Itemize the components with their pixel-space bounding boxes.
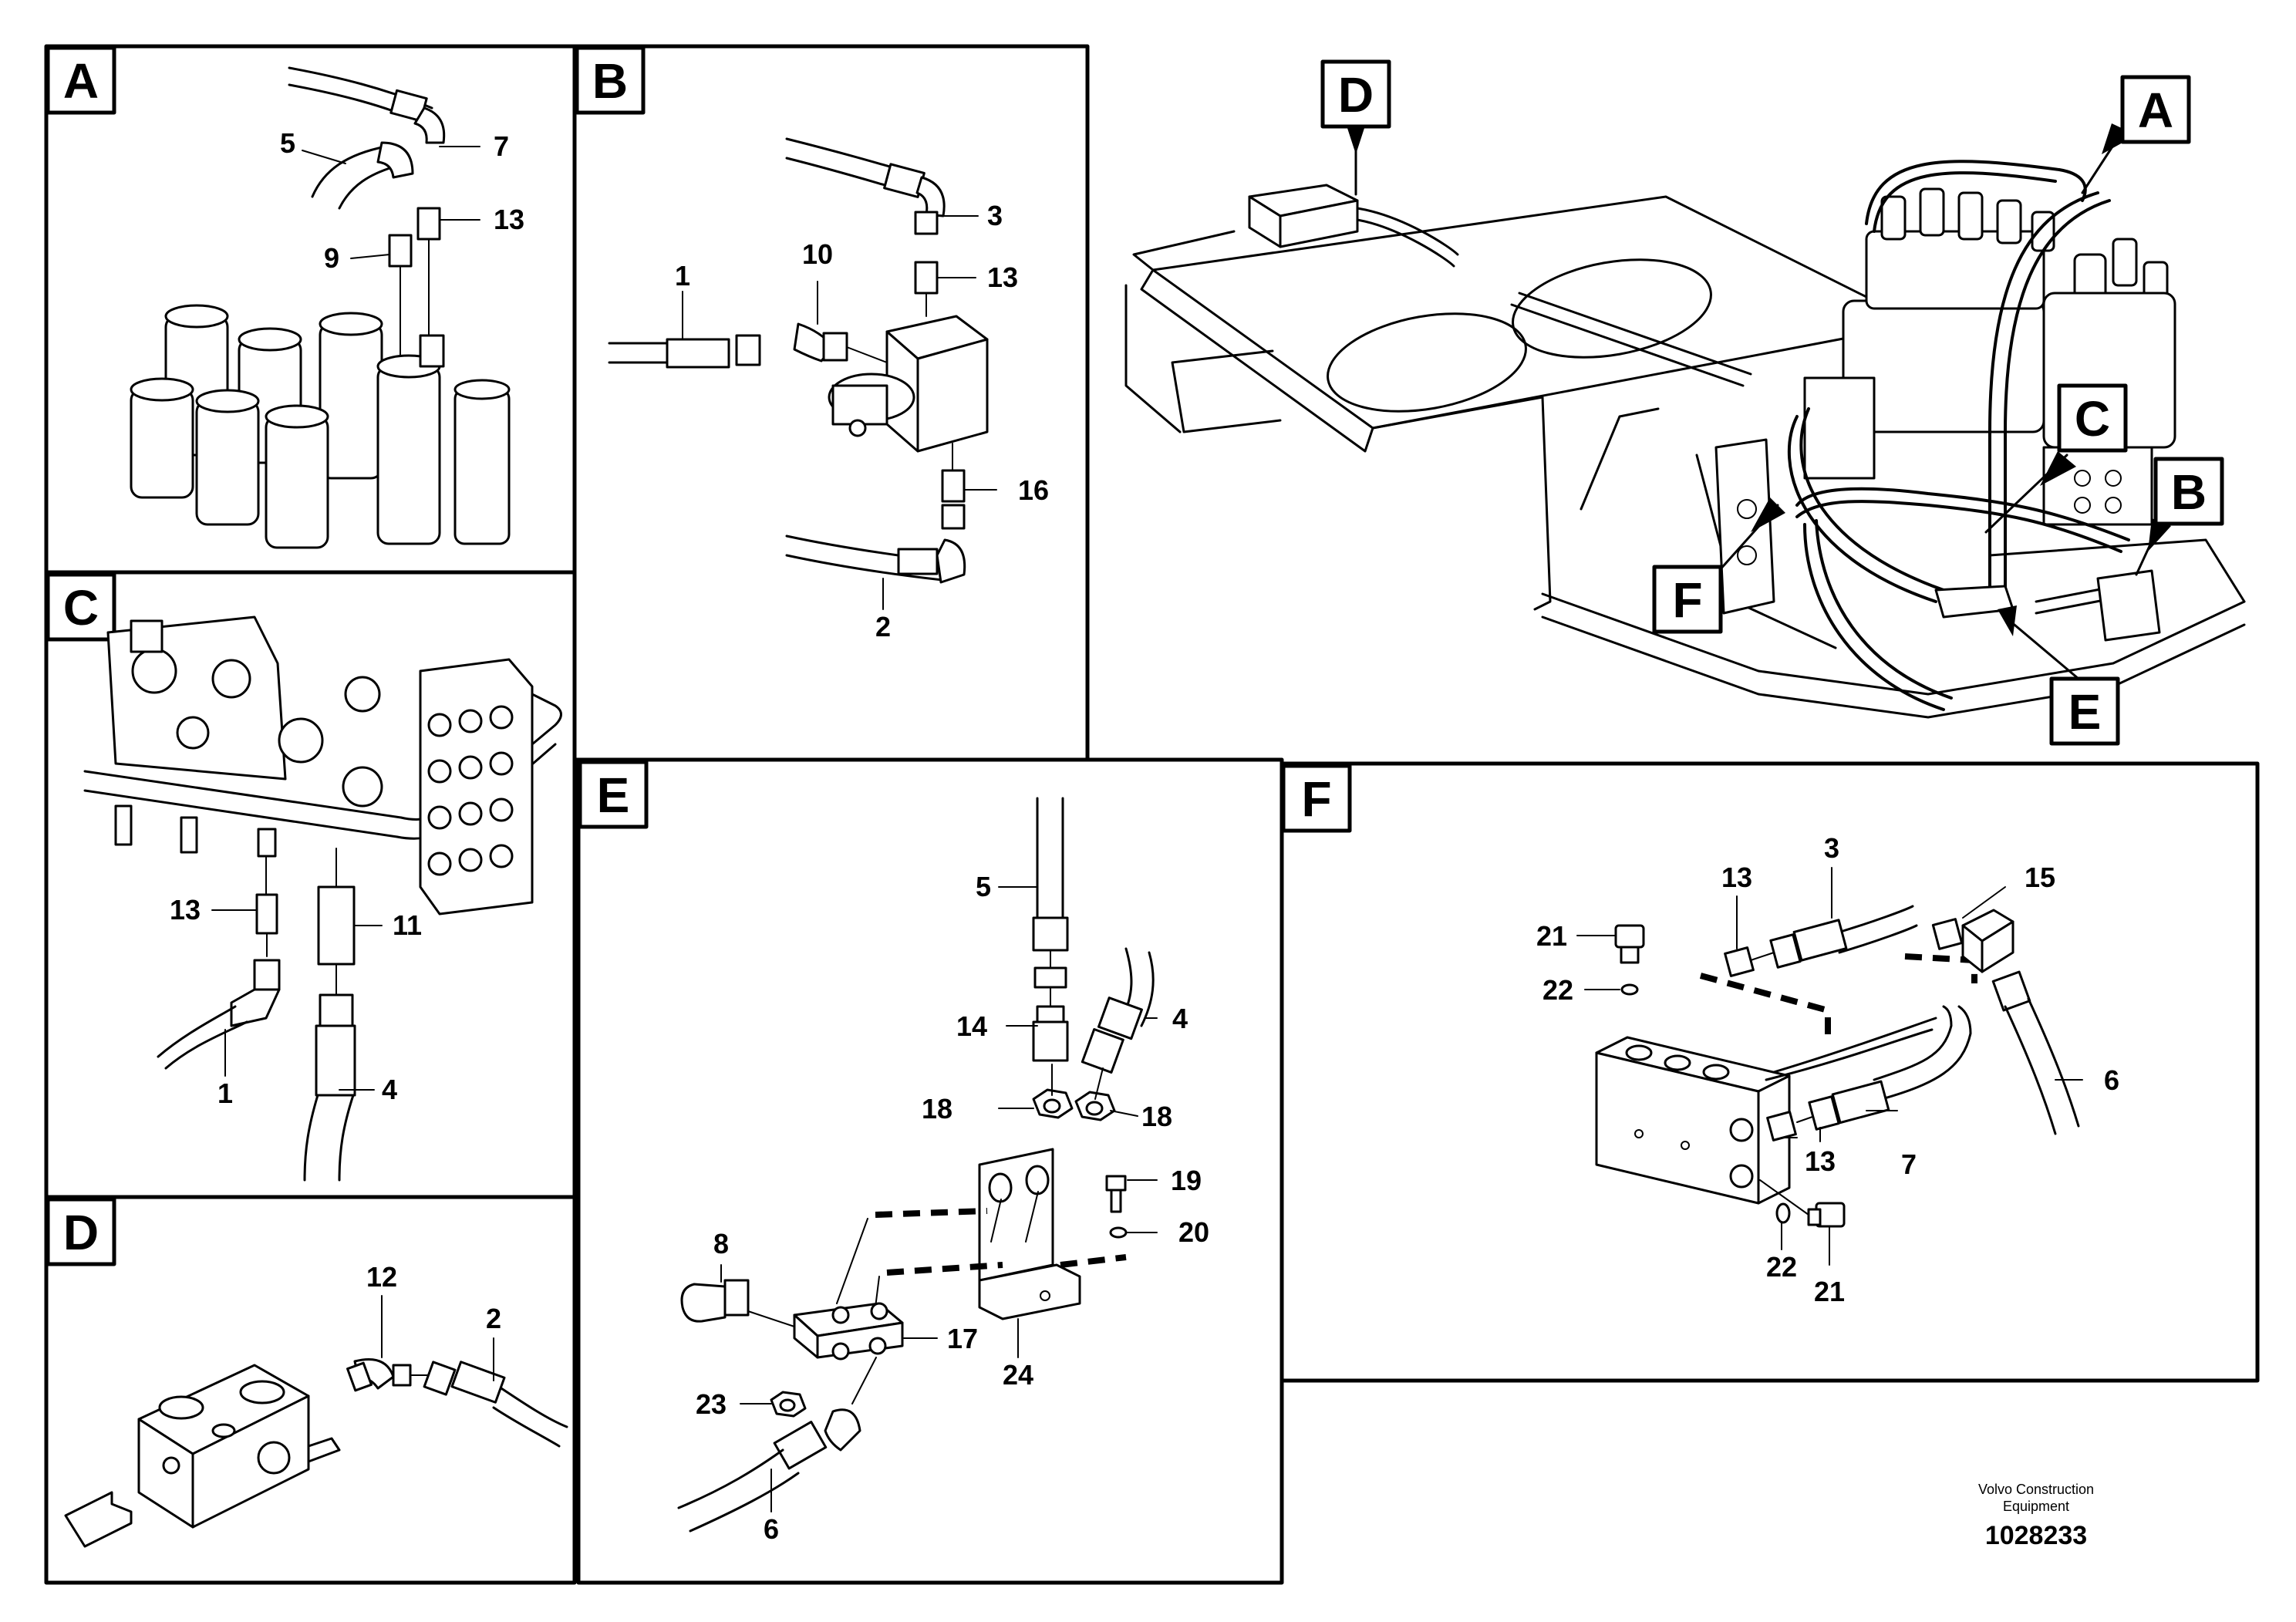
callout-a-7: 7 [494,130,509,162]
drawing-footer: Volvo Construction Equipment 1028233 [1951,1481,2121,1551]
panel-a-callouts: 5 7 13 9 [280,127,524,274]
panel-d-callouts: 12 2 [366,1261,501,1381]
overview-tag-c: C [1984,383,2128,534]
callout-f-15: 15 [2025,862,2055,893]
callout-c-4: 4 [382,1074,397,1105]
callout-c-11: 11 [393,909,422,941]
panel-a-drawing [130,66,511,549]
callout-e-23: 23 [696,1388,727,1420]
panel-e-callouts: 5 4 14 18 18 19 20 8 17 24 23 6 [696,871,1209,1545]
panel-b-tag: B [575,46,646,115]
callout-f-21-bottom: 21 [1814,1276,1845,1307]
callout-c-1: 1 [217,1077,233,1109]
overview-tag-a: A [2081,75,2191,194]
panel-f-callouts: 3 13 15 21 22 6 7 13 22 21 [1536,832,2119,1307]
callout-e-24: 24 [1003,1359,1033,1391]
callout-e-18-right: 18 [1141,1101,1172,1132]
callout-f-3: 3 [1824,832,1839,864]
overview-tag-b: B [2135,457,2224,576]
panel-c-drawing [83,615,562,1182]
overview-tag-f: F [1652,497,1785,634]
callout-a-9: 9 [324,242,339,274]
callout-b-2: 2 [875,611,891,642]
panel-c-callouts: 13 11 1 4 [170,894,422,1109]
overview-tag-b-text: B [2171,464,2207,520]
callout-f-7: 7 [1901,1148,1917,1180]
company-name-line2: Equipment [2002,1499,2070,1514]
callout-d-2: 2 [486,1303,501,1334]
overview-tag-f-text: F [1672,572,1702,628]
callout-c-13: 13 [170,894,201,926]
callout-e-14: 14 [956,1010,987,1042]
callout-f-22-top: 22 [1542,974,1573,1006]
panel-f-drawing [1595,905,2080,1228]
callout-e-5: 5 [976,871,991,902]
callout-e-20: 20 [1178,1216,1209,1248]
panel-a-tag-text: A [63,53,99,109]
panel-c-tag: C [46,572,116,642]
overview-tag-e: E [1998,605,2120,746]
callout-b-3: 3 [987,200,1003,231]
overview-tags: D A C B F E [1320,59,2224,746]
panel-f-tag-text: F [1301,771,1331,827]
panel-d-tag: D [46,1197,116,1266]
callout-f-13-bottom: 13 [1805,1145,1836,1177]
manifold-ports [427,705,514,876]
callout-e-18-left: 18 [922,1093,952,1125]
callout-e-19: 19 [1171,1165,1202,1196]
panel-borders [44,44,2260,1585]
panel-f-tag: F [1281,764,1352,833]
callout-f-22-bottom: 22 [1766,1251,1797,1283]
company-name-line1: Volvo Construction [1977,1482,2095,1497]
overview-tag-e-text: E [2068,684,2102,740]
panel-tags: A B C D E F [46,46,1352,1266]
panel-b-drawing [608,137,989,584]
callout-f-6: 6 [2104,1064,2119,1096]
panel-e-tag: E [578,760,649,829]
overview-tag-d-text: D [1338,67,1374,123]
callout-b-10: 10 [802,238,833,270]
valve-bank-cylinders [130,304,511,549]
callout-e-4: 4 [1172,1003,1188,1034]
drawing-number: 1028233 [1984,1521,2088,1550]
callout-e-6: 6 [764,1513,779,1545]
panel-e-tag-text: E [597,767,630,823]
callout-d-12: 12 [366,1261,397,1293]
overview-tag-a-text: A [2138,83,2173,138]
panel-b-tag-text: B [592,53,628,109]
panel-b-callouts: 3 13 1 10 16 2 [675,200,1049,642]
overview-drawing [1124,160,2246,719]
panel-c-tag-text: C [63,580,99,636]
callout-a-5: 5 [280,127,295,159]
callout-f-21-top: 21 [1536,920,1567,952]
callout-a-13: 13 [494,204,524,235]
overview-tag-c-text: C [2075,391,2110,447]
callout-b-1: 1 [675,260,690,292]
overview-tag-d: D [1320,59,1391,196]
panel-f-frame [1279,761,2260,1383]
callout-e-8: 8 [713,1228,729,1259]
panel-d-drawing [64,1358,568,1548]
panel-d-tag-text: D [63,1205,99,1260]
panel-e-drawing [677,797,1155,1533]
panel-a-tag: A [46,46,116,115]
callout-b-13: 13 [987,261,1018,293]
panel-d-frame [44,1195,577,1585]
callout-f-13-top: 13 [1721,862,1752,893]
callout-b-16: 16 [1018,474,1049,506]
callout-e-17: 17 [947,1323,978,1354]
